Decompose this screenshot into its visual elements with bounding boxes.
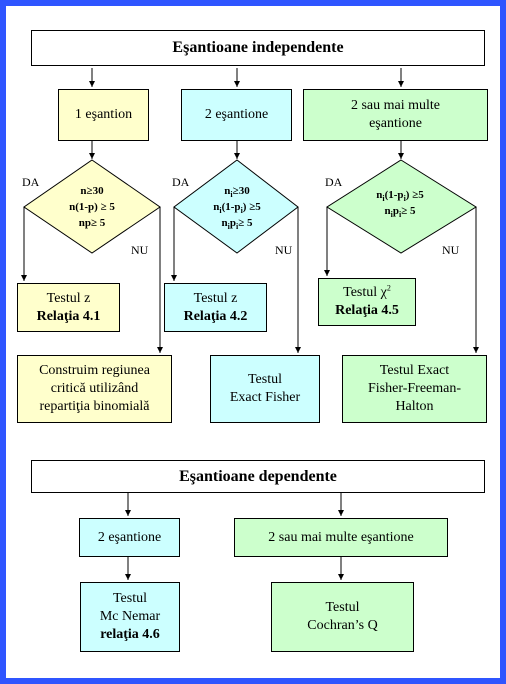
group-two-samples: 2 eşantione (181, 89, 292, 141)
dep-group-many-samples: 2 sau mai multe eşantione (234, 518, 448, 557)
decision-3-text: ni(1-pi) ≥5 nipi≥ 5 (376, 189, 424, 220)
label-yes-2: DA (172, 175, 190, 189)
label-yes-3: DA (325, 175, 343, 189)
result-z-test-2: Testul z Relaţia 4.2 (164, 283, 267, 332)
dep-group-two-samples: 2 eşantione (79, 518, 180, 557)
group-one-sample: 1 eşantion (58, 89, 149, 141)
dependent-title: Eşantioane dependente (31, 460, 485, 493)
result-fisher-freeman-halton: Testul Exact Fisher-Freeman- Halton (342, 355, 487, 423)
label-no-2: NU (275, 243, 293, 257)
result-z-test-1: Testul z Relaţia 4.1 (17, 283, 120, 332)
result-binomial-region: Construim regiunea critică utilizând rep… (17, 355, 172, 423)
result-exact-fisher: Testul Exact Fisher (210, 355, 320, 423)
independent-title: Eşantioane independente (31, 30, 485, 66)
decision-diamond-1 (23, 159, 161, 254)
label-no-3: NU (442, 243, 460, 257)
label-yes-1: DA (22, 175, 40, 189)
decision-1-text: n≥30 n(1-p) ≥ 5 np≥ 5 (69, 185, 115, 229)
decision-diamond-2 (173, 159, 299, 254)
group-many-samples: 2 sau mai multe eşantione (303, 89, 488, 141)
label-no-1: NU (131, 243, 149, 257)
decision-diamond-3 (326, 159, 477, 254)
result-mcnemar: Testul Mc Nemar relaţia 4.6 (80, 582, 180, 652)
result-chi-square: Testul χ2 Relaţia 4.5 (318, 278, 416, 326)
decision-2-text: ni≥30 ni(1-pi) ≥5 nipi≥ 5 (213, 185, 261, 232)
result-cochran-q: Testul Cochran’s Q (271, 582, 414, 652)
